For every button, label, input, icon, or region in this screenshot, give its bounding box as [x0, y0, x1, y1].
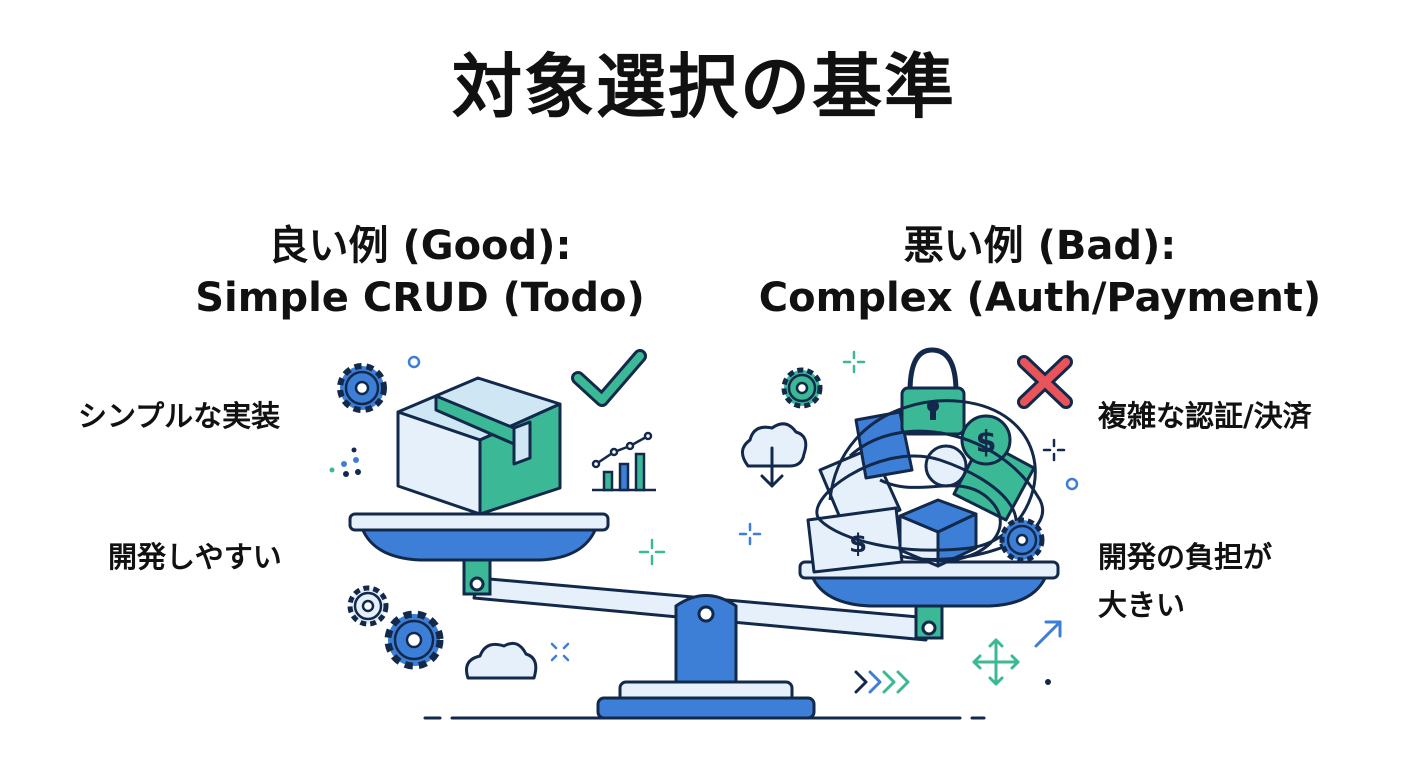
page-title: 対象選択の基準	[452, 46, 956, 128]
good-example-heading: 良い例 (Good): Simple CRUD (Todo)	[160, 220, 680, 324]
left-pan	[348, 512, 610, 596]
cross-icon	[1017, 355, 1073, 409]
gear-icon	[347, 585, 389, 627]
sparkle-icon	[738, 522, 762, 546]
bad-heading-line1: 悪い例 (Bad):	[903, 223, 1177, 269]
gear-icon	[781, 367, 823, 409]
cloud-download-icon	[741, 422, 808, 488]
bad-point-burden-2: 大きい	[1098, 588, 1186, 622]
bad-example-heading: 悪い例 (Bad): Complex (Auth/Payment)	[720, 220, 1360, 324]
svg-text:$: $	[976, 425, 997, 460]
good-point-simple: シンプルな実装	[78, 399, 281, 433]
svg-text:$: $	[849, 529, 867, 559]
bad-point-complex: 複雑な認証/決済	[1098, 399, 1312, 433]
gear-icon	[999, 517, 1045, 563]
arrow-up-right-icon	[1034, 620, 1062, 648]
sparkle-icon	[1042, 438, 1066, 462]
tangled-lock-money-icon: $ $	[806, 347, 1044, 574]
gear-icon	[384, 610, 444, 670]
right-pan	[798, 560, 1060, 640]
cloud-icon	[465, 641, 538, 680]
decorative-dots	[1045, 477, 1079, 685]
good-heading-line1: 良い例 (Good):	[268, 223, 572, 269]
sparkle-icon	[638, 538, 666, 566]
good-point-easy-dev: 開発しやすい	[108, 540, 282, 574]
gear-icon	[337, 363, 387, 413]
good-heading-line2: Simple CRUD (Todo)	[195, 275, 645, 321]
decorative-dots	[329, 355, 421, 477]
growth-chart-icon	[591, 431, 656, 492]
sparkle-icon	[550, 642, 570, 662]
bad-point-burden-1: 開発の負担が	[1098, 540, 1273, 574]
box-icon	[396, 376, 562, 516]
bad-heading-line2: Complex (Auth/Payment)	[758, 275, 1322, 321]
chevrons-right-icon	[854, 670, 910, 694]
check-icon	[571, 349, 647, 407]
move-arrows-icon	[972, 638, 1020, 686]
balance-scale-icon	[596, 594, 816, 720]
sparkle-icon	[842, 350, 866, 374]
